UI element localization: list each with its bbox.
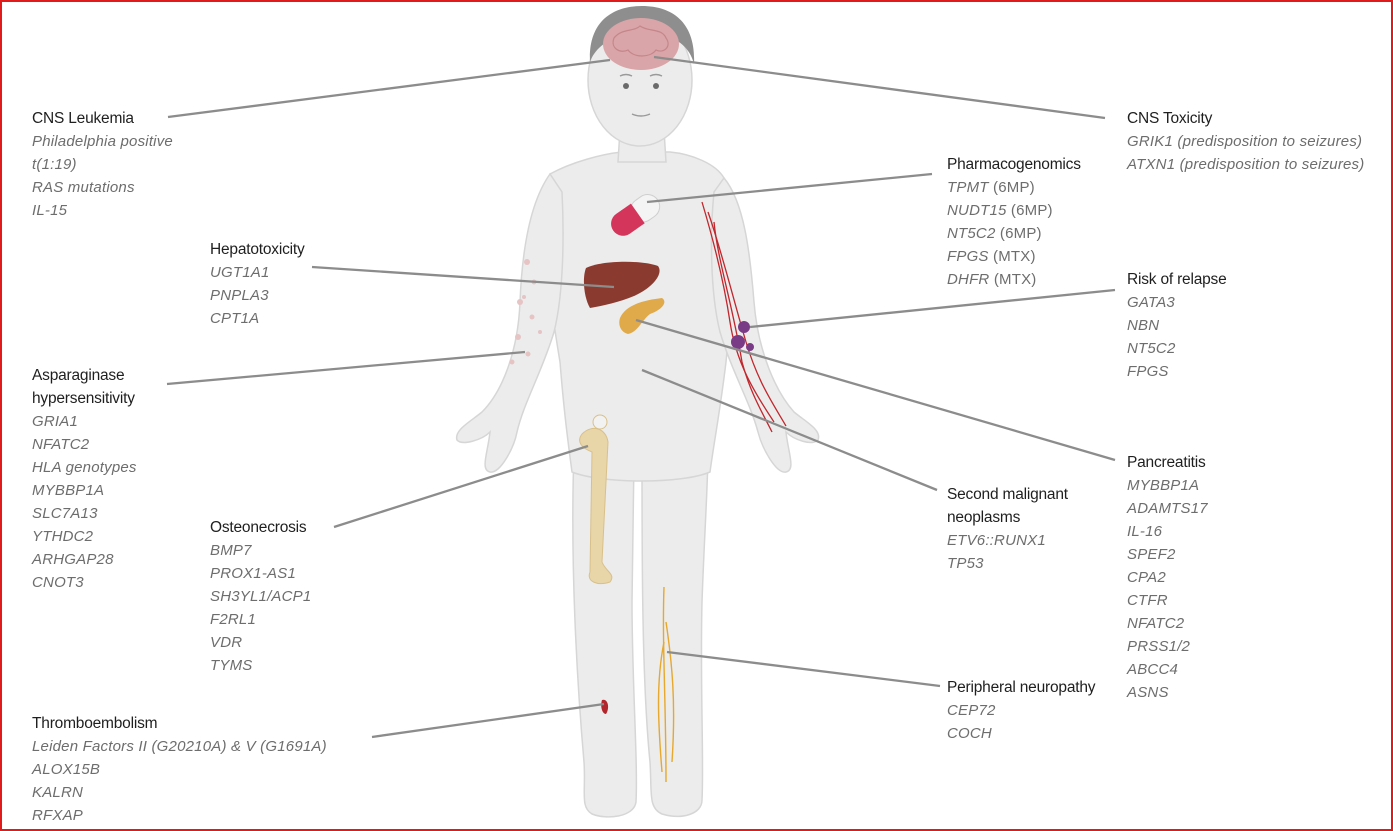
gene-item: NT5C2 xyxy=(1127,337,1227,360)
gene-name: FPGS xyxy=(947,248,989,265)
label-pharmacogenomics: Pharmacogenomics TPMT (6MP) NUDT15 (6MP)… xyxy=(947,153,1081,291)
gene-name: NUDT15 xyxy=(947,202,1007,219)
gene-item: CEP72 xyxy=(947,699,1095,722)
label-cns-leukemia: CNS Leukemia Philadelphia positive t(1:1… xyxy=(32,107,173,222)
gene-item: GRIA1 xyxy=(32,410,137,433)
gene-item: IL-16 xyxy=(1127,520,1208,543)
gene-item: RAS mutations xyxy=(32,176,173,199)
line-asparaginase xyxy=(167,352,525,384)
brain-organ xyxy=(603,18,679,70)
gene-item: HLA genotypes xyxy=(32,456,137,479)
gene-item: TP53 xyxy=(947,552,1068,575)
gene-item: GATA3 xyxy=(1127,291,1227,314)
pgx-item: NUDT15 (6MP) xyxy=(947,199,1081,222)
gene-item: Leiden Factors II (G20210A) & V (G1691A) xyxy=(32,735,327,758)
label-thromboembolism: Thromboembolism Leiden Factors II (G2021… xyxy=(32,712,327,827)
gene-item: ABCC4 xyxy=(1127,658,1208,681)
title-pancreatitis: Pancreatitis xyxy=(1127,451,1208,474)
gene-item: SH3YL1/ACP1 xyxy=(210,585,311,608)
title-asparaginase-line1: Asparaginase xyxy=(32,364,137,387)
gene-item: PNPLA3 xyxy=(210,284,305,307)
gene-item: ETV6::RUNX1 xyxy=(947,529,1068,552)
line-cns-leukemia xyxy=(168,60,610,117)
drug-name: (6MP) xyxy=(1007,202,1053,219)
line-peripheral-neuropathy xyxy=(667,652,940,686)
gene-item: F2RL1 xyxy=(210,608,311,631)
gene-item: NFATC2 xyxy=(32,433,137,456)
title-second-malignant-line1: Second malignant xyxy=(947,483,1068,506)
title-cns-leukemia: CNS Leukemia xyxy=(32,107,173,130)
gene-item: CPT1A xyxy=(210,307,305,330)
gene-item: ARHGAP28 xyxy=(32,548,137,571)
label-asparaginase: Asparaginase hypersensitivity GRIA1 NFAT… xyxy=(32,364,137,594)
title-peripheral-neuropathy: Peripheral neuropathy xyxy=(947,676,1095,699)
gene-item: ATXN1 (predisposition to seizures) xyxy=(1127,153,1364,176)
gene-item: ADAMTS17 xyxy=(1127,497,1208,520)
gene-item: FPGS xyxy=(1127,360,1227,383)
child-body-silhouette xyxy=(457,14,819,817)
title-cns-toxicity: CNS Toxicity xyxy=(1127,107,1364,130)
gene-item: UGT1A1 xyxy=(210,261,305,284)
gene-item: SPEF2 xyxy=(1127,543,1208,566)
title-thromboembolism: Thromboembolism xyxy=(32,712,327,735)
gene-item: YTHDC2 xyxy=(32,525,137,548)
title-risk-of-relapse: Risk of relapse xyxy=(1127,268,1227,291)
pgx-item: NT5C2 (6MP) xyxy=(947,222,1081,245)
gene-item: GRIK1 (predisposition to seizures) xyxy=(1127,130,1364,153)
gene-item: Philadelphia positive xyxy=(32,130,173,153)
line-osteonecrosis xyxy=(334,446,588,527)
title-hepatotoxicity: Hepatotoxicity xyxy=(210,238,305,261)
gene-item: PRSS1/2 xyxy=(1127,635,1208,658)
drug-name: (MTX) xyxy=(989,248,1036,265)
gene-item: RFXAP xyxy=(32,804,327,827)
gene-item: VDR xyxy=(210,631,311,654)
gene-item: COCH xyxy=(947,722,1095,745)
gene-name: TPMT xyxy=(947,179,989,196)
label-osteonecrosis: Osteonecrosis BMP7 PROX1-AS1 SH3YL1/ACP1… xyxy=(210,516,311,677)
line-thromboembolism xyxy=(372,704,604,737)
gene-item: t(1:19) xyxy=(32,153,173,176)
gene-item: SLC7A13 xyxy=(32,502,137,525)
label-hepatotoxicity: Hepatotoxicity UGT1A1 PNPLA3 CPT1A xyxy=(210,238,305,330)
drug-name: (MTX) xyxy=(989,271,1036,288)
line-cns-toxicity xyxy=(654,57,1105,118)
gene-item: IL-15 xyxy=(32,199,173,222)
drug-name: (6MP) xyxy=(989,179,1035,196)
gene-item: NBN xyxy=(1127,314,1227,337)
gene-item: PROX1-AS1 xyxy=(210,562,311,585)
pgx-item: TPMT (6MP) xyxy=(947,176,1081,199)
label-risk-of-relapse: Risk of relapse GATA3 NBN NT5C2 FPGS xyxy=(1127,268,1227,383)
gene-item: MYBBP1A xyxy=(32,479,137,502)
line-risk-of-relapse xyxy=(750,290,1115,327)
pgx-item: FPGS (MTX) xyxy=(947,245,1081,268)
gene-item: ASNS xyxy=(1127,681,1208,704)
title-asparaginase-line2: hypersensitivity xyxy=(32,387,137,410)
gene-item: NFATC2 xyxy=(1127,612,1208,635)
pgx-item: DHFR (MTX) xyxy=(947,268,1081,291)
gene-item: CNOT3 xyxy=(32,571,137,594)
gene-name: DHFR xyxy=(947,271,989,288)
label-pancreatitis: Pancreatitis MYBBP1A ADAMTS17 IL-16 SPEF… xyxy=(1127,451,1208,704)
label-cns-toxicity: CNS Toxicity GRIK1 (predisposition to se… xyxy=(1127,107,1364,176)
gene-item: ALOX15B xyxy=(32,758,327,781)
title-osteonecrosis: Osteonecrosis xyxy=(210,516,311,539)
label-second-malignant: Second malignant neoplasms ETV6::RUNX1 T… xyxy=(947,483,1068,575)
gene-item: MYBBP1A xyxy=(1127,474,1208,497)
title-pharmacogenomics: Pharmacogenomics xyxy=(947,153,1081,176)
gene-item: BMP7 xyxy=(210,539,311,562)
gene-item: KALRN xyxy=(32,781,327,804)
gene-item: CPA2 xyxy=(1127,566,1208,589)
label-peripheral-neuropathy: Peripheral neuropathy CEP72 COCH xyxy=(947,676,1095,745)
title-second-malignant-line2: neoplasms xyxy=(947,506,1068,529)
gene-item: TYMS xyxy=(210,654,311,677)
gene-item: CTFR xyxy=(1127,589,1208,612)
drug-name: (6MP) xyxy=(996,225,1042,242)
gene-name: NT5C2 xyxy=(947,225,996,242)
